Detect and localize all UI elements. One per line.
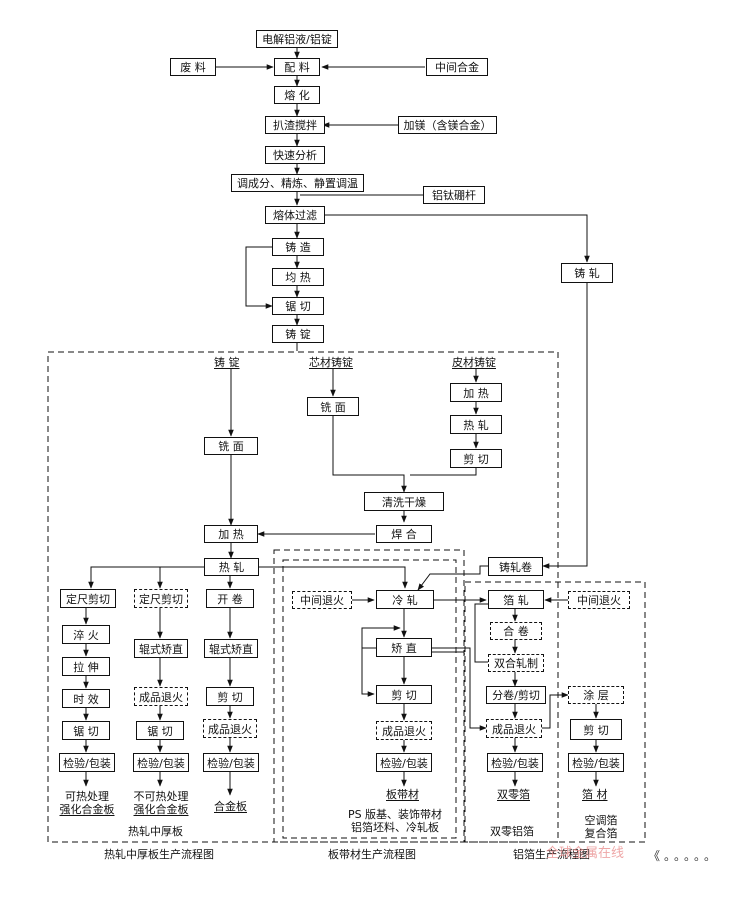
node-cast-roll: 铸 轧 (561, 263, 613, 283)
label-ingot-header: 铸 锭 (214, 356, 240, 369)
node-master-alloy: 中间合金 (426, 58, 488, 76)
label-product-c: 合金板 (214, 800, 247, 813)
node-cut-d: 剪 切 (376, 685, 432, 704)
label-product-a: 可热处理 强化合金板 (54, 790, 120, 816)
node-scrap: 废 料 (170, 58, 216, 76)
node-anneal-b: 成品退火 (134, 687, 188, 706)
node-inspect-f: 检验/包装 (568, 753, 624, 772)
label-dz-foil: 双零铝箔 (490, 825, 534, 838)
foil-region (464, 581, 646, 843)
node-shear-f: 剪 切 (570, 719, 622, 740)
node-casting: 铸 造 (272, 238, 324, 256)
label-strip-types-line1: PS 版基、装饰带材 (347, 808, 443, 821)
node-heat: 加 热 (204, 525, 258, 543)
caption-hot-plate: 热轧中厚板生产流程图 (104, 848, 214, 861)
node-cold-roll: 冷 轧 (376, 590, 434, 609)
label-strip-types: PS 版基、装饰带材 铝箔坯料、冷轧板 (340, 808, 450, 834)
node-fixed-cut-a: 定尺剪切 (60, 589, 116, 608)
node-homogenize: 均 热 (272, 268, 324, 286)
trailing-dots: 《。。。。。 (648, 849, 721, 863)
node-split: 分卷/剪切 (486, 686, 546, 704)
strip-inner-region (282, 559, 457, 839)
node-straighten: 矫 直 (376, 638, 432, 657)
strip-region (273, 549, 465, 843)
label-strip-types-line2: 铝箔坯料、冷轧板 (351, 821, 439, 834)
node-cast-coil: 铸轧卷 (488, 557, 543, 576)
node-double-roll: 双合轧制 (488, 654, 544, 672)
label-foil: 箔 材 (582, 788, 608, 801)
node-saw-a: 锯 切 (62, 721, 110, 740)
node-aging: 时 效 (62, 689, 110, 708)
node-anneal-d: 成品退火 (376, 721, 432, 740)
label-double-zero: 双零箔 (497, 788, 530, 801)
caption-foil: 铝箔生产流程图 (513, 848, 590, 861)
node-inspect-b: 检验/包装 (133, 753, 189, 772)
node-weld: 焊 合 (376, 525, 432, 543)
node-coating: 涂 层 (568, 686, 624, 704)
node-skimming: 扒渣搅拌 (265, 116, 325, 134)
label-product-a-line1: 可热处理 (65, 790, 109, 803)
node-clad-shear: 剪 切 (450, 449, 502, 468)
node-shear-c: 剪 切 (206, 687, 254, 706)
node-inspect-d: 检验/包装 (376, 753, 432, 772)
node-mill-face: 铣 面 (204, 437, 258, 455)
label-ac-foil-line2: 复合箔 (584, 827, 618, 840)
node-hot-roll: 热 轧 (204, 558, 259, 576)
node-saw-b: 锯 切 (136, 721, 184, 740)
label-product-b: 不可热处理 强化合金板 (126, 790, 196, 816)
label-product-a-line2: 强化合金板 (59, 803, 115, 816)
node-combine: 合 卷 (490, 622, 542, 640)
node-stretch: 拉 伸 (62, 657, 110, 676)
node-inter-anneal-1: 中间退火 (292, 591, 352, 609)
node-inter-anneal-2: 中间退火 (568, 591, 630, 609)
node-anneal-c: 成品退火 (203, 719, 257, 738)
label-core-header: 芯材铸锭 (309, 356, 353, 369)
label-ac-foil: 空调箔 复合箔 (576, 814, 626, 840)
node-inspect-e: 检验/包装 (487, 753, 543, 772)
label-strip: 板带材 (386, 788, 419, 801)
node-anneal-e: 成品退火 (486, 719, 542, 738)
label-ac-foil-line1: 空调箔 (584, 814, 618, 827)
caption-strip: 板带材生产流程图 (328, 848, 416, 861)
label-hot-plate: 热轧中厚板 (128, 825, 183, 838)
label-product-b-line2: 强化合金板 (133, 803, 189, 816)
node-quick-analysis: 快速分析 (265, 146, 325, 164)
node-mg-add: 加镁（含镁合金） (398, 116, 497, 134)
node-altib: 铝钛硼杆 (423, 186, 485, 204)
node-core-mill: 铣 面 (307, 397, 359, 416)
node-saw1: 锯 切 (272, 297, 324, 315)
node-clad-heat: 加 热 (450, 383, 502, 402)
node-clad-hot-roll: 热 轧 (450, 415, 502, 434)
node-uncoil-c: 开 卷 (206, 589, 254, 608)
node-batching: 配 料 (274, 58, 320, 76)
node-filter: 熔体过滤 (265, 206, 325, 224)
node-inspect-c: 检验/包装 (203, 753, 259, 772)
watermark: 全球金属在线 (546, 846, 625, 861)
node-melting: 熔 化 (274, 86, 320, 104)
node-clean-dry: 清洗干燥 (364, 492, 444, 511)
node-fixed-cut-b: 定尺剪切 (134, 589, 188, 608)
label-product-b-line1: 不可热处理 (133, 790, 189, 803)
node-roller-b: 辊式矫直 (134, 639, 188, 658)
node-ingot: 铸 锭 (272, 325, 324, 343)
node-electrolytic: 电解铝液/铝锭 (256, 30, 338, 48)
node-inspect-a: 检验/包装 (59, 753, 115, 772)
node-quench: 淬 火 (62, 625, 110, 644)
node-roller-c: 辊式矫直 (204, 639, 258, 658)
node-adjust: 调成分、精炼、静置调温 (231, 174, 364, 192)
label-clad-header: 皮材铸锭 (452, 356, 496, 369)
node-foil-roll: 箔 轧 (488, 590, 544, 609)
